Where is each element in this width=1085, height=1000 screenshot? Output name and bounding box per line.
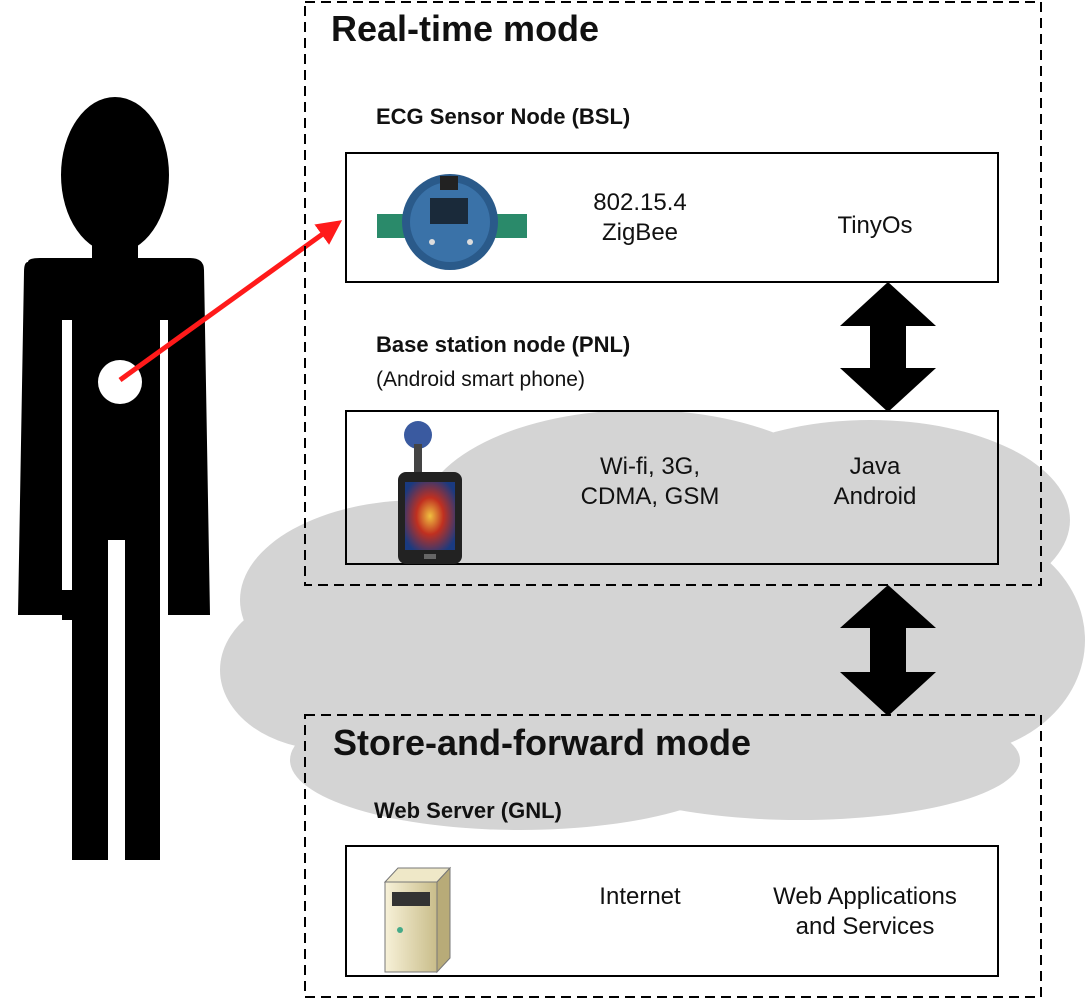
network-line: Wi-fi, 3G, [600,453,700,480]
web-server-network: Internet [599,883,681,910]
network-line: CDMA, GSM [580,483,720,510]
store-forward-mode-title: Store-and-forward mode [333,722,752,763]
platform-line: Android [833,483,917,510]
web-server-box [345,845,999,977]
base-station-label: Base station node (PNL) [376,332,631,357]
services-line: Web Applications [773,883,957,910]
base-station-platform: Java Android [800,452,950,512]
smartphone-icon [398,421,462,564]
protocol-line: 802.15.4 [593,189,687,216]
realtime-mode-container [304,1,1042,586]
base-station-networks: Wi-fi, 3G, CDMA, GSM [555,452,745,512]
ecg-sensor-board-icon [377,174,527,270]
web-server-label: Web Server (GNL) [374,798,562,823]
human-silhouette-icon [18,97,210,860]
protocol-line: ZigBee [601,219,679,246]
signal-arrow [118,220,343,383]
platform-line: Java [849,453,901,480]
store-forward-mode-container [304,714,1042,998]
sensor-node-label: ECG Sensor Node (BSL) [376,104,631,129]
web-server-services: Web Applications and Services [745,882,985,942]
double-arrow-icon [840,282,936,412]
realtime-mode-title: Real-time mode [331,8,600,49]
base-station-sublabel: (Android smart phone) [376,368,585,391]
services-line: and Services [795,913,935,940]
double-arrow-icon [840,585,936,716]
sensor-os: TinyOs [837,212,913,239]
base-station-box [345,410,999,565]
server-tower-icon [383,866,452,974]
sensor-protocol: 802.15.4 ZigBee [560,188,720,248]
cloud-background [220,410,1085,830]
